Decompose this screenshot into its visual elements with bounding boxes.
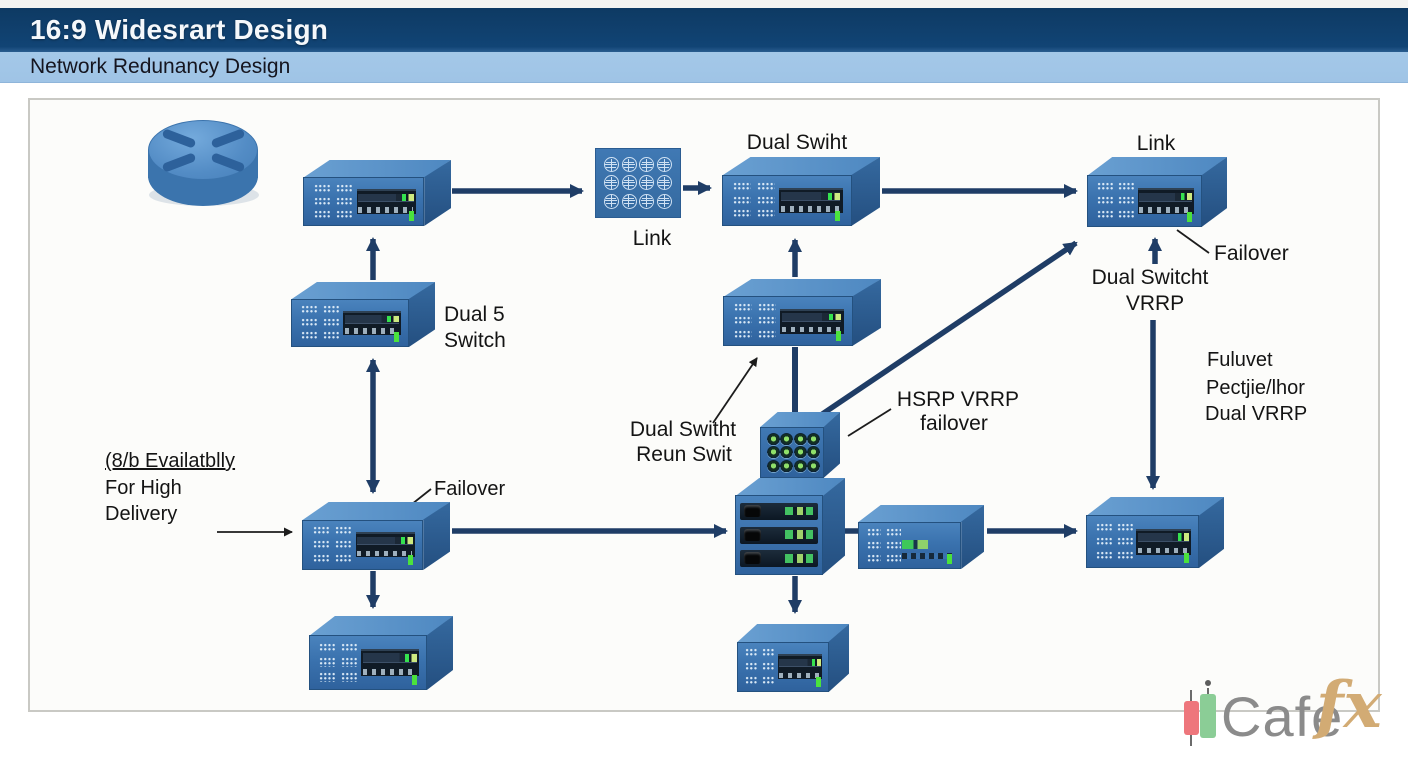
label-link-right: Link [1136, 132, 1176, 155]
label-link-hub: Link [632, 227, 672, 250]
candlestick-dot [1205, 680, 1211, 686]
switch-bottom-right [1086, 497, 1224, 568]
label-dual5-1: Dual 5 [444, 303, 505, 326]
port-grid [745, 648, 775, 685]
candlestick-down-icon [1184, 701, 1199, 735]
page-title: 16:9 Widesrart Design [30, 14, 329, 45]
globe-dots [603, 156, 674, 210]
switch-top-middle [722, 157, 880, 226]
label-hsrp-2: failover [920, 412, 988, 435]
watermark-brand-main: Cafe [1221, 685, 1344, 748]
label-reun-1: Dual Switht [629, 418, 737, 441]
port-grid [301, 305, 340, 340]
label-dual-switcht: Dual Switcht [1091, 266, 1209, 289]
label-availability-1: (8/b Evailatblly [105, 450, 236, 472]
port-grid [734, 303, 777, 339]
label-reun-2: Reun Swit [636, 443, 732, 466]
switch-flat [858, 505, 984, 569]
switch-bottom-left [309, 616, 453, 690]
label-availability-2: For High [105, 477, 182, 499]
page-subtitle: Network Redunancy Design [30, 55, 291, 78]
title-bar: 16:9 Widesrart Design [0, 8, 1408, 52]
subtitle-bar: Network Redunancy Design [0, 52, 1408, 83]
label-failover-right: Failover [1214, 242, 1289, 265]
port-grid [312, 526, 352, 563]
top-strip [0, 0, 1408, 8]
label-failover-left: Failover [434, 478, 506, 500]
port-grid [1095, 522, 1133, 560]
stacked-switch-icon [735, 478, 845, 575]
label-note-3: Dual VRRP [1205, 403, 1308, 425]
port-grid [313, 183, 353, 219]
hub-ports [767, 433, 820, 473]
port-grid [319, 642, 358, 682]
port-grid [733, 181, 776, 219]
label-vrrp: VRRP [1125, 292, 1185, 315]
port-hub-icon [760, 412, 840, 478]
label-note-1: Fuluvet [1207, 349, 1273, 371]
switch-bottom-middle [737, 624, 849, 692]
label-dual5-2: Switch [444, 329, 506, 352]
candlestick-up-icon [1200, 694, 1216, 738]
label-hsrp-1: HSRP VRRP [896, 388, 1020, 411]
switch-dual5 [291, 282, 435, 347]
watermark-brand-accent: fx [1316, 668, 1382, 743]
switch-mid [723, 279, 881, 346]
switch-left [302, 502, 450, 570]
label-note-2: Pectjie/lhor [1206, 377, 1305, 399]
label-dual-swiht: Dual Swiht [746, 131, 848, 154]
port-grid [867, 528, 901, 562]
switch-top-left [303, 160, 451, 226]
switch-top-right [1087, 157, 1227, 227]
port-grid [1097, 182, 1135, 219]
router-icon [147, 120, 261, 208]
label-availability-3: Delivery [105, 503, 178, 525]
globe-grid-icon [595, 148, 681, 218]
